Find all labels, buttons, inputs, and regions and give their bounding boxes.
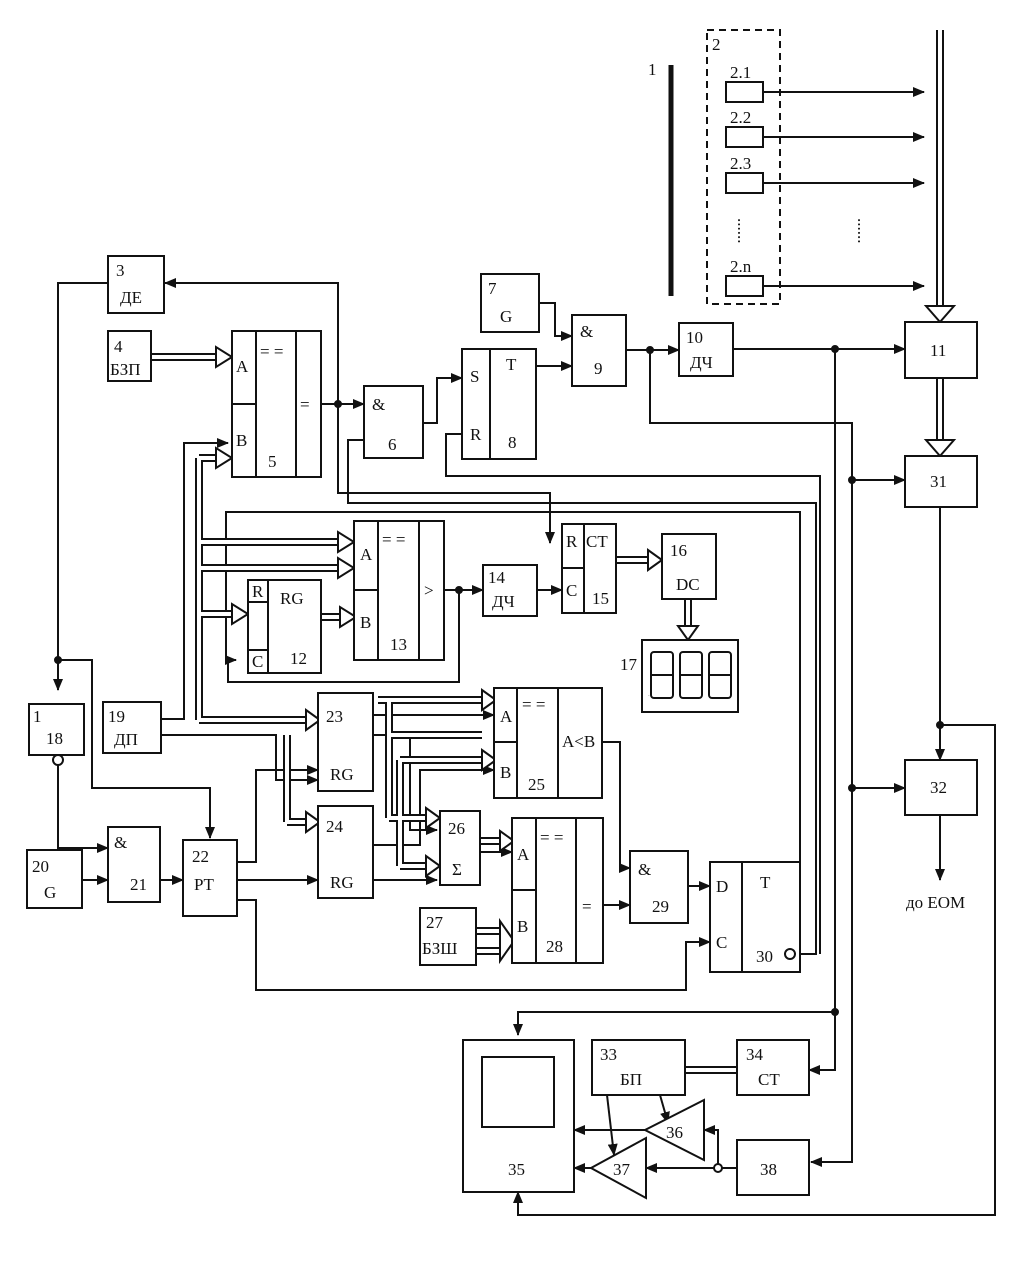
block-5-output: = [300, 395, 310, 414]
block-9-number: 9 [594, 359, 603, 378]
block-2-number: 2 [712, 35, 721, 54]
block-7-name: G [500, 307, 512, 326]
block-12-name: RG [280, 589, 304, 608]
block-34-name: CT [758, 1070, 780, 1089]
block-16-name: DC [676, 575, 700, 594]
block-8-input-s: S [470, 367, 479, 386]
block-5-number: 5 [268, 452, 277, 471]
block-3-number: 3 [116, 261, 125, 280]
block-35-number: 35 [508, 1160, 525, 1179]
block-10-number: 10 [686, 328, 703, 347]
block-6-operator: & [372, 395, 385, 414]
block-15-input-c: C [566, 581, 577, 600]
block-29-number: 29 [652, 897, 669, 916]
block-32-output-label: до ЕОМ [906, 893, 965, 912]
block-12-number: 12 [290, 649, 307, 668]
block-27-number: 27 [426, 913, 444, 932]
block-17-digits: 888 [648, 695, 650, 697]
block-30-input-c: C [716, 933, 727, 952]
block-7-number: 7 [488, 279, 497, 298]
inverter-bubble-icon [52, 754, 64, 766]
block-25-input-b: B [500, 763, 511, 782]
block-5-input-b: B [236, 431, 247, 450]
block-22-name: PT [194, 875, 214, 894]
sensor-2-3-label: 2.3 [730, 154, 751, 173]
block-24-name: RG [330, 873, 354, 892]
block-17-number: 17 [620, 655, 638, 674]
bus-ellipsis: ...... [854, 218, 873, 244]
block-32-number: 32 [930, 778, 947, 797]
block-13-number: 13 [390, 635, 407, 654]
block-4-name: БЗП [110, 360, 141, 379]
block-18-number: 18 [46, 729, 63, 748]
block-19-name: ДП [114, 730, 138, 749]
block-16-number: 16 [670, 541, 687, 560]
rod-number: 1 [648, 60, 657, 79]
block-20-number: 20 [32, 857, 49, 876]
sensor-ellipsis: ...... [734, 218, 753, 244]
block-15-name: CT [586, 532, 608, 551]
block-25-output: A<B [562, 732, 595, 751]
block-11-number: 11 [930, 341, 946, 360]
block-21-number: 21 [130, 875, 147, 894]
block-15-number: 15 [592, 589, 609, 608]
block-13-operator: = = [382, 530, 405, 549]
block-28-input-b: B [517, 917, 528, 936]
block-26-operator: Σ [452, 860, 462, 879]
block-38-number: 38 [760, 1160, 777, 1179]
block-8-input-r: R [470, 425, 482, 444]
block-23-number: 23 [326, 707, 343, 726]
sensor-2-1-label: 2.1 [730, 63, 751, 82]
block-5-input-a: A [236, 357, 249, 376]
block-5-operator: = = [260, 342, 283, 361]
block-3-name: ДЕ [120, 288, 142, 307]
block-8-number: 8 [508, 433, 517, 452]
block-19-number: 19 [108, 707, 125, 726]
block-13-input-a: A [360, 545, 373, 564]
block-34-number: 34 [746, 1045, 764, 1064]
block-28-output: = [582, 897, 592, 916]
block-14-name: ДЧ [492, 592, 515, 611]
block-20-name: G [44, 883, 56, 902]
block-28-input-a: A [517, 845, 530, 864]
block-22-number: 22 [192, 847, 209, 866]
block-10-name: ДЧ [690, 353, 713, 372]
block-30-name: T [760, 873, 771, 892]
block-30-number: 30 [756, 947, 773, 966]
seven-segment-display-icon [650, 651, 732, 699]
block-18-operator: 1 [33, 707, 42, 726]
sensor-2-n-label: 2.n [730, 257, 752, 276]
block-13-input-b: B [360, 613, 371, 632]
block-25-input-a: A [500, 707, 513, 726]
block-26-number: 26 [448, 819, 465, 838]
block-8-name: T [506, 355, 517, 374]
block-15-input-r: R [566, 532, 578, 551]
block-36-number: 36 [666, 1123, 683, 1142]
block-12-input-c: C [252, 652, 263, 671]
block-13-output: > [424, 581, 434, 600]
block-31-number: 31 [930, 472, 947, 491]
block-21-operator: & [114, 833, 127, 852]
block-29-operator: & [638, 860, 651, 879]
block-33-number: 33 [600, 1045, 617, 1064]
block-4-number: 4 [114, 337, 123, 356]
block-9-operator: & [580, 322, 593, 341]
block-25-operator: = = [522, 695, 545, 714]
block-6-number: 6 [388, 435, 397, 454]
sensor-2-2-label: 2.2 [730, 108, 751, 127]
block-28-number: 28 [546, 937, 563, 956]
block-14-number: 14 [488, 568, 506, 587]
block-23-name: RG [330, 765, 354, 784]
block-30-input-d: D [716, 877, 728, 896]
block-12-input-r: R [252, 582, 264, 601]
block-25-number: 25 [528, 775, 545, 794]
block-33-name: БП [620, 1070, 642, 1089]
block-37-number: 37 [613, 1160, 631, 1179]
block-28-operator: = = [540, 828, 563, 847]
block-24-number: 24 [326, 817, 344, 836]
block-27-name: БЗШ [422, 939, 457, 958]
